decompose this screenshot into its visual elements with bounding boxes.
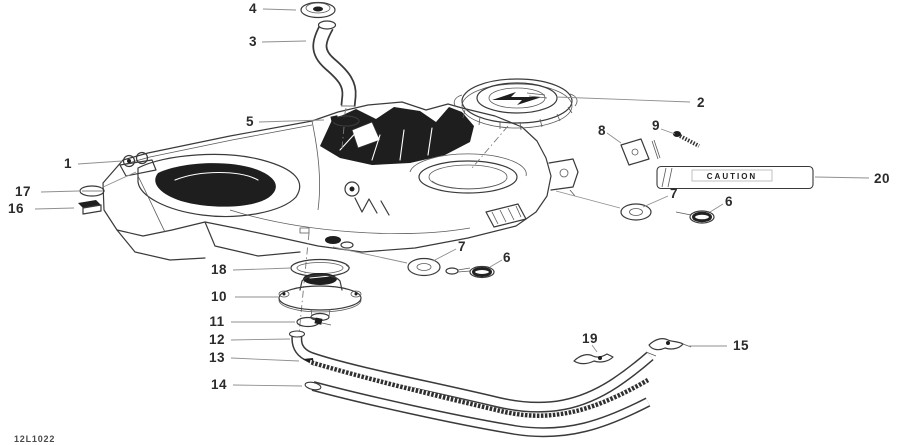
outlet-hose-part (288, 330, 657, 413)
braided-line-part (303, 358, 650, 418)
callout-13: 13 (209, 350, 225, 365)
decal-plate-part (620, 138, 661, 166)
fitting-right-part (675, 210, 715, 224)
callout-2: 2 (697, 95, 705, 110)
callout-7-middle: 7 (458, 239, 466, 254)
pump-assembly-part (278, 273, 362, 322)
callout-6-middle: 6 (503, 250, 511, 265)
assembly-axis-line (298, 232, 310, 335)
callout-18: 18 (211, 262, 227, 277)
grommet-part (79, 171, 137, 197)
cap-arrow-mark (492, 92, 542, 105)
filler-cap-part (453, 78, 578, 169)
leader-lines (34, 8, 870, 387)
vent-cap-part (300, 1, 336, 19)
fitting-mid-part (445, 265, 495, 279)
callout-7-right: 7 (670, 186, 678, 201)
retainer-bracket-part (119, 151, 157, 177)
hose-clamp-part (330, 107, 360, 149)
spring-clip-right-part (648, 338, 692, 351)
rubber-bumper-part (78, 200, 102, 215)
callout-16: 16 (8, 201, 24, 216)
callout-20: 20 (874, 171, 890, 186)
callout-15: 15 (733, 338, 749, 353)
spring-clip-left-part (573, 353, 614, 365)
caution-label-part: CAUTION (656, 165, 814, 190)
callout-14: 14 (211, 377, 227, 392)
callout-19: 19 (582, 331, 598, 346)
callout-6-right: 6 (725, 194, 733, 209)
caution-label-text: CAUTION (707, 172, 757, 181)
callout-17: 17 (15, 184, 31, 199)
callout-12: 12 (209, 332, 225, 347)
screw-part (673, 131, 700, 148)
callout-11: 11 (209, 314, 224, 329)
lower-hose-part (304, 381, 651, 438)
small-clamp-part (296, 316, 332, 328)
filler-neck-opening (418, 160, 518, 194)
callout-9: 9 (652, 118, 660, 133)
callout-numbers: 4 3 5 1 17 16 2 8 9 20 7 6 7 6 18 10 11 … (8, 1, 890, 392)
callout-10: 10 (211, 289, 227, 304)
vent-hose-part (312, 20, 357, 107)
washer-mid-part (332, 246, 441, 277)
sheet-code: 12L1022 (14, 434, 55, 444)
callout-1: 1 (64, 156, 72, 171)
callout-4: 4 (249, 1, 257, 16)
callout-5: 5 (246, 114, 254, 129)
washer-right-part (555, 190, 652, 221)
callout-8: 8 (598, 123, 606, 138)
callout-3: 3 (249, 34, 257, 49)
